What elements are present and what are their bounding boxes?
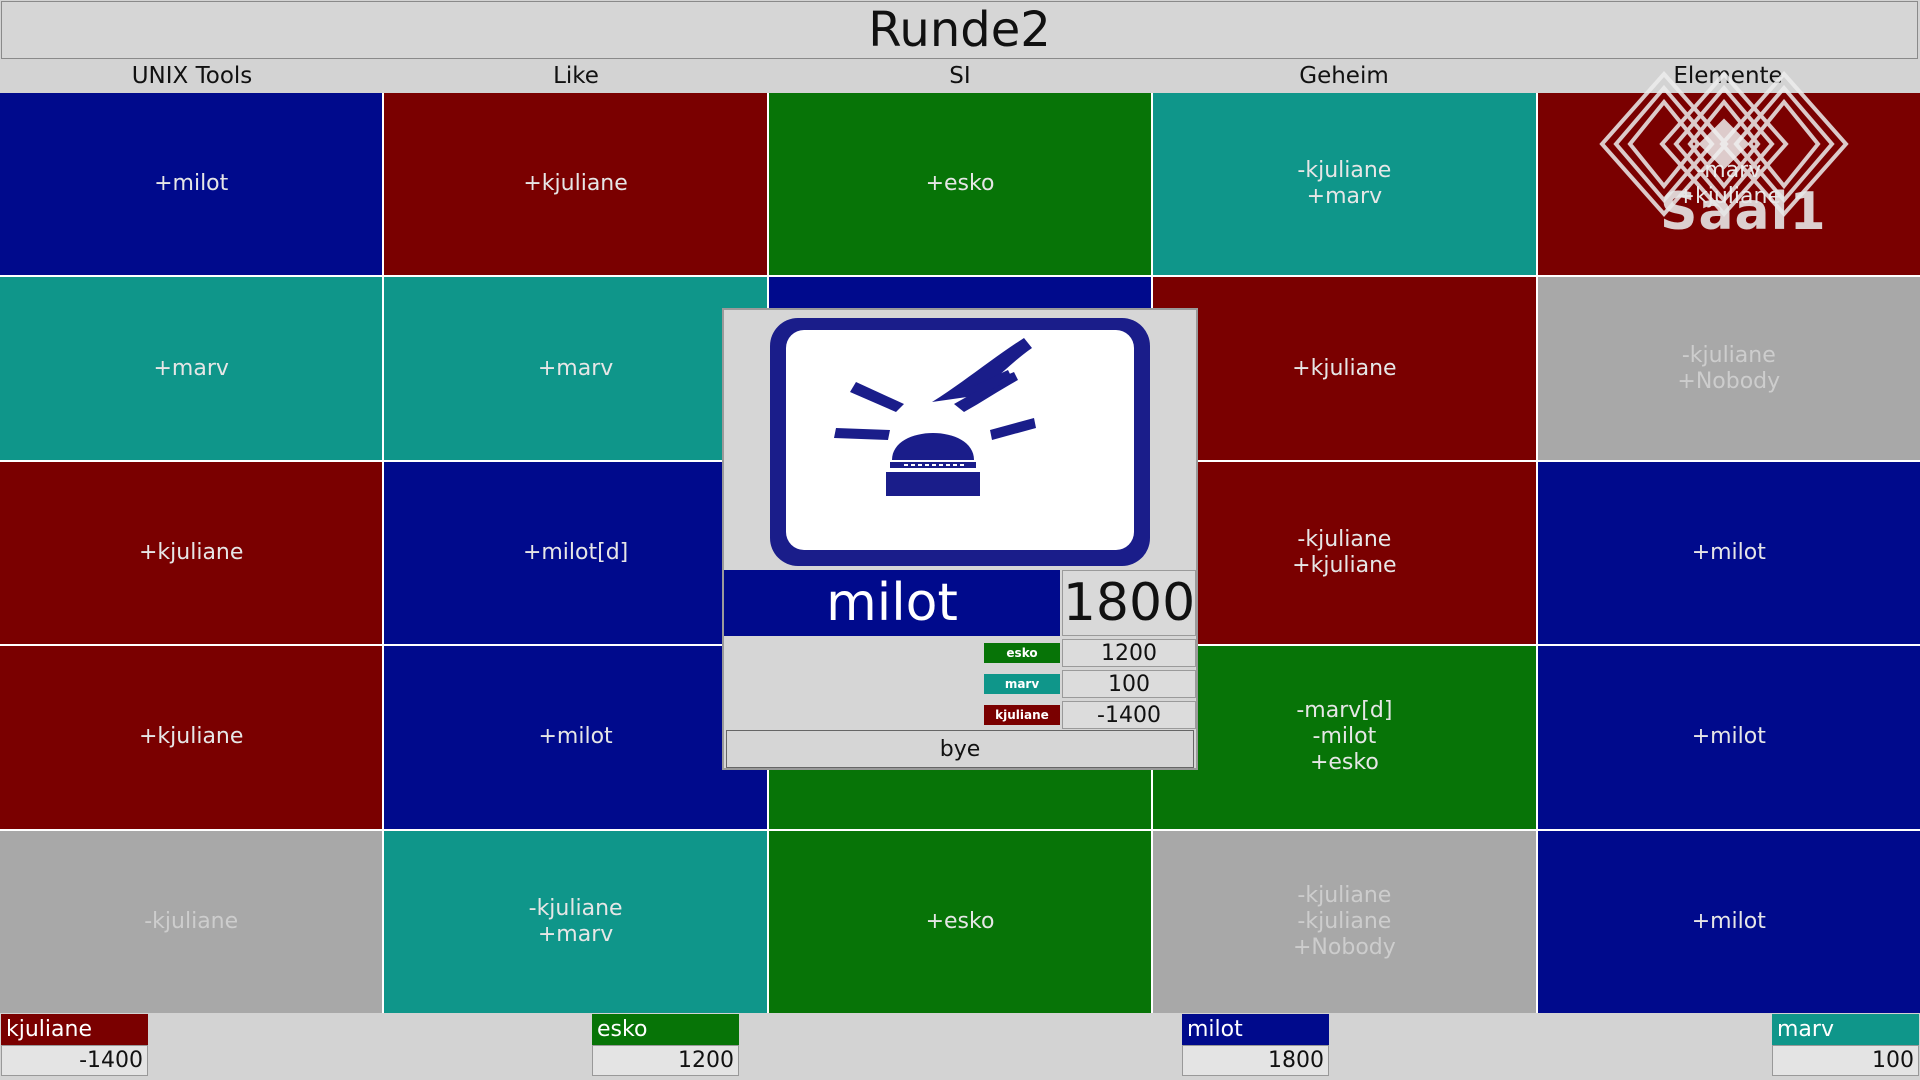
game-board: +milot+kjuliane+esko-kjuliane+marv-marv+… [0, 93, 1920, 1013]
active-player-name: milot [724, 570, 1060, 636]
cell-text: -kjuliane [1297, 908, 1392, 934]
board-cell[interactable]: +kjuliane [384, 93, 767, 276]
player-score: -1400 [1, 1045, 148, 1076]
board-cell[interactable]: +milot [384, 646, 767, 829]
player-score-card: esko 1200 [592, 1014, 739, 1078]
cell-text: -kjuliane [1681, 342, 1776, 368]
cell-text: -kjuliane [1297, 526, 1392, 552]
buzzer-modal: milot 1800 esko 1200 marv 100 kjuliane -… [722, 308, 1198, 770]
board-cell[interactable]: -kjuliane+Nobody [1537, 277, 1920, 460]
board-cell[interactable]: -kjuliane-kjuliane+Nobody [1153, 830, 1536, 1013]
player-name: milot [1182, 1014, 1329, 1045]
cell-text: +milot [1691, 724, 1766, 750]
other-player-row: kjuliane -1400 [724, 700, 1196, 730]
cell-text: -kjuliane [144, 908, 239, 934]
board-cell[interactable]: -kjuliane+marv [1153, 93, 1536, 276]
cell-text: +esko [1309, 750, 1379, 776]
category-header: Geheim [1299, 63, 1389, 89]
board-cell[interactable]: +milot [1537, 646, 1920, 829]
player-score: 1200 [592, 1045, 739, 1076]
cell-text: +esko [925, 908, 995, 934]
round-title: Runde2 [1, 1, 1918, 59]
cell-text: +marv [1306, 184, 1383, 210]
board-cell[interactable]: -kjuliane+kjuliane [1153, 461, 1536, 645]
category-header: Like [553, 63, 599, 89]
cell-text: -marv[d] [1296, 698, 1393, 724]
cell-text: +kjuliane [1292, 355, 1397, 381]
cell-text: -milot [1312, 724, 1377, 750]
board-cell[interactable]: -marv[d]-milot+esko [1153, 646, 1536, 829]
cell-text: +kjuliane [138, 539, 244, 565]
cell-text: +marv [537, 355, 614, 381]
buzzer-press-icon [770, 318, 1150, 566]
board-cell[interactable]: +esko [768, 93, 1152, 276]
active-player-score: 1800 [1062, 570, 1196, 636]
other-player-name: marv [984, 674, 1060, 694]
cell-text: +Nobody [1677, 368, 1781, 394]
other-player-score: 1200 [1062, 639, 1196, 667]
other-player-row: esko 1200 [724, 638, 1196, 668]
cell-text: +milot [1691, 539, 1766, 565]
other-player-name: esko [984, 643, 1060, 663]
board-cell[interactable]: +marv [384, 277, 767, 460]
cell-text: +kjuliane [523, 171, 628, 197]
cell-text: +marv [153, 355, 229, 381]
player-name: esko [592, 1014, 739, 1045]
cell-text: -kjuliane [1297, 158, 1392, 184]
board-cell[interactable]: +kjuliane [1153, 277, 1536, 460]
player-name: kjuliane [1, 1014, 148, 1045]
other-player-row: marv 100 [724, 669, 1196, 699]
cell-text: +milot[d] [522, 539, 629, 565]
board-cell[interactable]: +milot[d] [384, 461, 767, 645]
player-score: 1800 [1182, 1045, 1329, 1076]
cell-text: +kjuliane [1292, 552, 1397, 578]
board-cell[interactable]: +esko [768, 830, 1152, 1013]
cell-text: +esko [925, 171, 995, 197]
cell-text: +milot [154, 171, 229, 197]
cell-text: +Nobody [1293, 934, 1396, 960]
board-cell[interactable]: +milot [1537, 830, 1920, 1013]
other-player-name: kjuliane [984, 705, 1060, 725]
board-cell[interactable]: -kjuliane [0, 830, 383, 1013]
board-cell[interactable]: +marv [0, 277, 383, 460]
board-cell[interactable]: +milot [0, 93, 383, 276]
category-header: UNIX Tools [131, 63, 253, 89]
board-cell[interactable]: +kjuliane [0, 646, 383, 829]
cell-text: -kjuliane [1297, 882, 1392, 908]
logo-text: Saal1 [1660, 182, 1827, 242]
cell-text: +milot [1691, 908, 1766, 934]
board-cell[interactable]: -kjuliane+marv [384, 830, 767, 1013]
logo-icon [1599, 70, 1849, 218]
category-headers: UNIX Tools Like SI Geheim Elemente [0, 61, 1920, 91]
player-score-card: marv 100 [1772, 1014, 1919, 1078]
cell-text: -kjuliane [528, 895, 623, 921]
board-cell[interactable]: +milot [1537, 461, 1920, 645]
player-name: marv [1772, 1014, 1919, 1045]
player-score: 100 [1772, 1045, 1919, 1076]
bye-button[interactable]: bye [726, 730, 1194, 768]
other-player-score: -1400 [1062, 701, 1196, 729]
category-header: SI [949, 63, 971, 89]
cell-text: +marv [537, 921, 614, 947]
player-score-card: kjuliane -1400 [1, 1014, 148, 1078]
player-score-card: milot 1800 [1182, 1014, 1329, 1078]
other-player-score: 100 [1062, 670, 1196, 698]
cell-text: +kjuliane [138, 724, 244, 750]
cell-text: +milot [538, 724, 613, 750]
board-cell[interactable]: +kjuliane [0, 461, 383, 645]
